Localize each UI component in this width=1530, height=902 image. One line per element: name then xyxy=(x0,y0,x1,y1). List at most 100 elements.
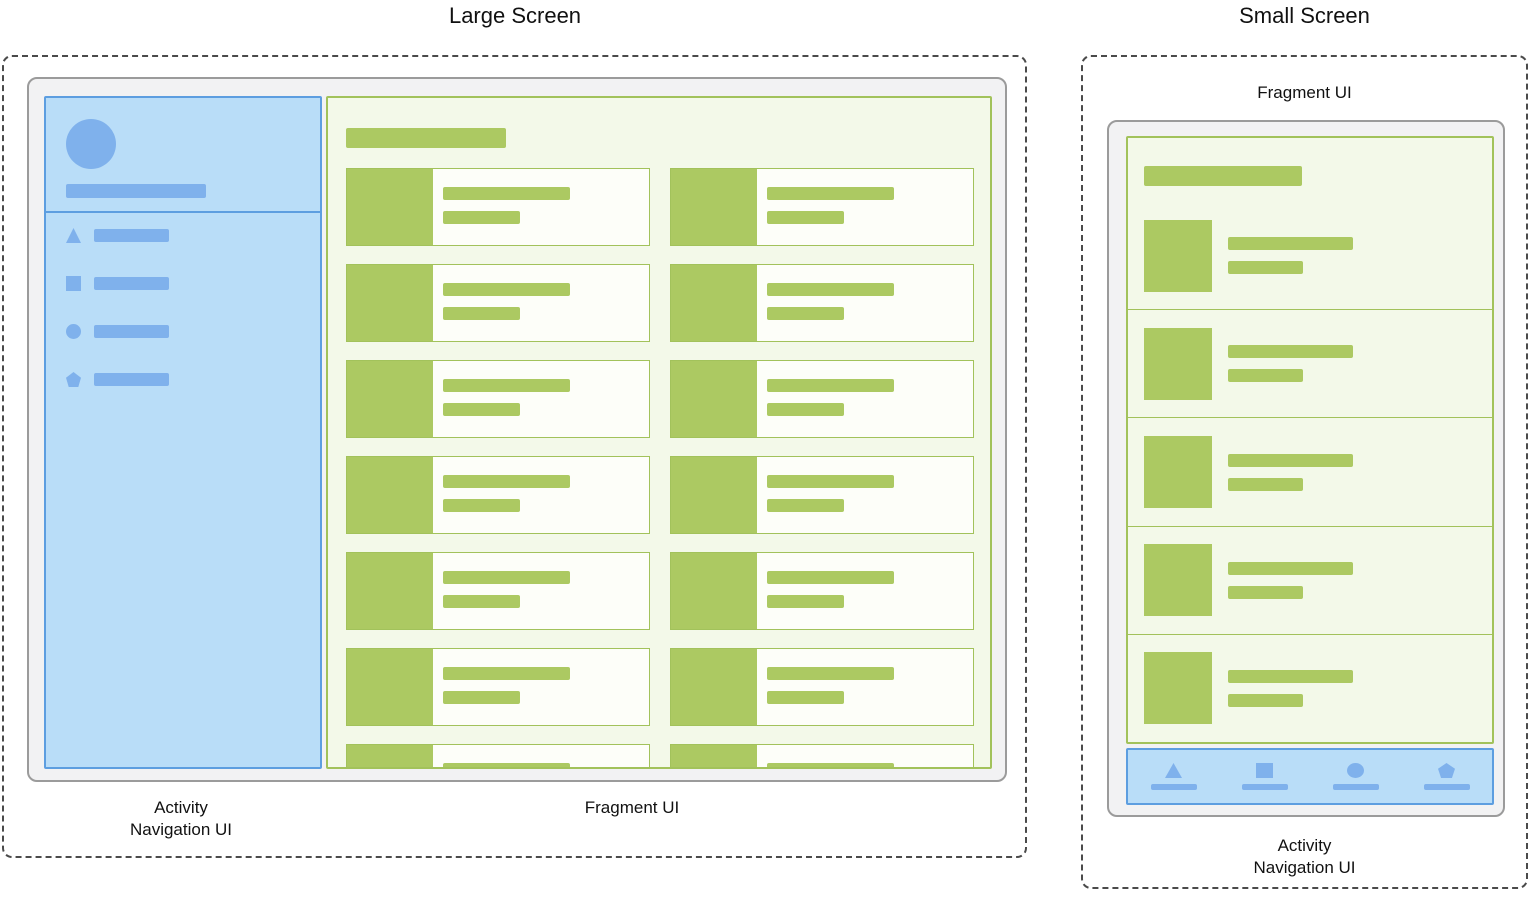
square-icon xyxy=(1256,763,1273,778)
bottom-nav xyxy=(1126,748,1494,805)
list-item-text-placeholder xyxy=(1228,453,1353,491)
caption-line: Activity xyxy=(154,798,208,817)
triangle-icon xyxy=(66,228,81,243)
caption-line: Navigation UI xyxy=(129,820,233,839)
list-item-title-placeholder-bar xyxy=(1228,561,1353,575)
card-thumbnail xyxy=(671,361,757,437)
card-thumbnail xyxy=(347,265,433,341)
card-thumbnail xyxy=(347,745,433,767)
card-subtitle-placeholder-bar xyxy=(443,499,520,512)
card-text-placeholder xyxy=(433,457,570,533)
content-card xyxy=(670,360,974,438)
card-thumbnail xyxy=(347,649,433,725)
bottom-nav-label-placeholder-bar xyxy=(1150,784,1197,790)
list-item-subtitle-placeholder-bar xyxy=(1228,585,1303,599)
nav-item-label-placeholder-bar xyxy=(94,373,169,386)
large-device-frame xyxy=(27,77,1007,782)
list-item xyxy=(1128,633,1492,742)
pentagon-icon xyxy=(66,372,81,387)
content-card xyxy=(346,264,650,342)
bottom-nav-item xyxy=(1310,763,1401,790)
card-title-placeholder-bar xyxy=(767,667,894,680)
list-item-subtitle-placeholder-bar xyxy=(1228,477,1303,491)
card-text-placeholder xyxy=(433,265,570,341)
nav-item-label-placeholder-bar xyxy=(94,277,169,290)
card-title-placeholder-bar xyxy=(767,475,894,488)
list-item-subtitle-placeholder-bar xyxy=(1228,693,1303,707)
list-item-title-placeholder-bar xyxy=(1228,345,1353,359)
fragment-caption: Fragment UI xyxy=(1257,83,1352,102)
nav-item-label-placeholder-bar xyxy=(94,325,169,338)
nav-menu-item xyxy=(66,228,169,243)
card-grid xyxy=(346,168,974,767)
card-text-placeholder xyxy=(757,553,894,629)
square-icon xyxy=(66,276,81,291)
card-subtitle-placeholder-bar xyxy=(443,211,520,224)
nav-menu-item xyxy=(66,372,169,387)
nav-menu-item xyxy=(66,276,169,291)
list-item-text-placeholder xyxy=(1228,345,1353,383)
card-thumbnail xyxy=(671,169,757,245)
card-title-placeholder-bar xyxy=(443,667,570,680)
list-item-title-placeholder-bar xyxy=(1228,669,1353,683)
list-item-subtitle-placeholder-bar xyxy=(1228,261,1303,275)
list-item-text-placeholder xyxy=(1228,669,1353,707)
list-item-thumbnail xyxy=(1144,327,1212,400)
fragment-panel xyxy=(326,96,992,769)
nav-item-label-placeholder-bar xyxy=(94,229,169,242)
fragment-list xyxy=(1128,202,1492,742)
fragment-caption: Fragment UI xyxy=(584,798,680,817)
card-text-placeholder xyxy=(757,745,894,767)
list-item xyxy=(1128,309,1492,417)
card-subtitle-placeholder-bar xyxy=(443,307,520,320)
card-title-placeholder-bar xyxy=(767,379,894,392)
card-text-placeholder xyxy=(757,265,894,341)
card-subtitle-placeholder-bar xyxy=(767,403,844,416)
list-item xyxy=(1128,525,1492,634)
caption-line: Navigation UI xyxy=(1253,858,1356,877)
card-subtitle-placeholder-bar xyxy=(443,691,520,704)
activity-navigation-caption: Activity Navigation UI xyxy=(1083,835,1526,879)
pentagon-icon xyxy=(1438,763,1455,778)
content-card xyxy=(346,744,650,767)
card-title-placeholder-bar xyxy=(443,475,570,488)
card-title-placeholder-bar xyxy=(443,283,570,296)
list-item xyxy=(1128,417,1492,525)
card-title-placeholder-bar xyxy=(767,187,894,200)
list-item-subtitle-placeholder-bar xyxy=(1228,369,1303,383)
circle-icon xyxy=(66,324,81,339)
card-text-placeholder xyxy=(757,457,894,533)
content-card xyxy=(670,648,974,726)
triangle-icon xyxy=(1165,763,1182,778)
card-title-placeholder-bar xyxy=(767,571,894,584)
bottom-nav-item xyxy=(1128,763,1219,790)
card-thumbnail xyxy=(671,553,757,629)
bottom-nav-label-placeholder-bar xyxy=(1332,784,1379,790)
circle-icon xyxy=(1347,763,1364,778)
card-thumbnail xyxy=(347,553,433,629)
list-item-thumbnail xyxy=(1144,544,1212,617)
list-item-text-placeholder xyxy=(1228,237,1353,275)
card-text-placeholder xyxy=(757,361,894,437)
bottom-nav-item xyxy=(1219,763,1310,790)
card-text-placeholder xyxy=(433,553,570,629)
list-item-text-placeholder xyxy=(1228,561,1353,599)
content-card xyxy=(670,552,974,630)
small-device-frame xyxy=(1107,120,1505,817)
bottom-nav-label-placeholder-bar xyxy=(1423,784,1470,790)
card-thumbnail xyxy=(671,457,757,533)
content-card xyxy=(670,264,974,342)
content-card xyxy=(670,744,974,767)
card-subtitle-placeholder-bar xyxy=(443,403,520,416)
avatar xyxy=(66,119,116,169)
small-screen-region: Fragment UI xyxy=(1081,55,1528,889)
content-card xyxy=(346,456,650,534)
card-thumbnail xyxy=(671,265,757,341)
activity-navigation-panel xyxy=(44,96,322,769)
list-item xyxy=(1128,202,1492,309)
divider xyxy=(46,211,320,213)
card-thumbnail xyxy=(347,361,433,437)
list-item-title-placeholder-bar xyxy=(1228,237,1353,251)
content-card xyxy=(670,456,974,534)
card-title-placeholder-bar xyxy=(443,763,570,767)
